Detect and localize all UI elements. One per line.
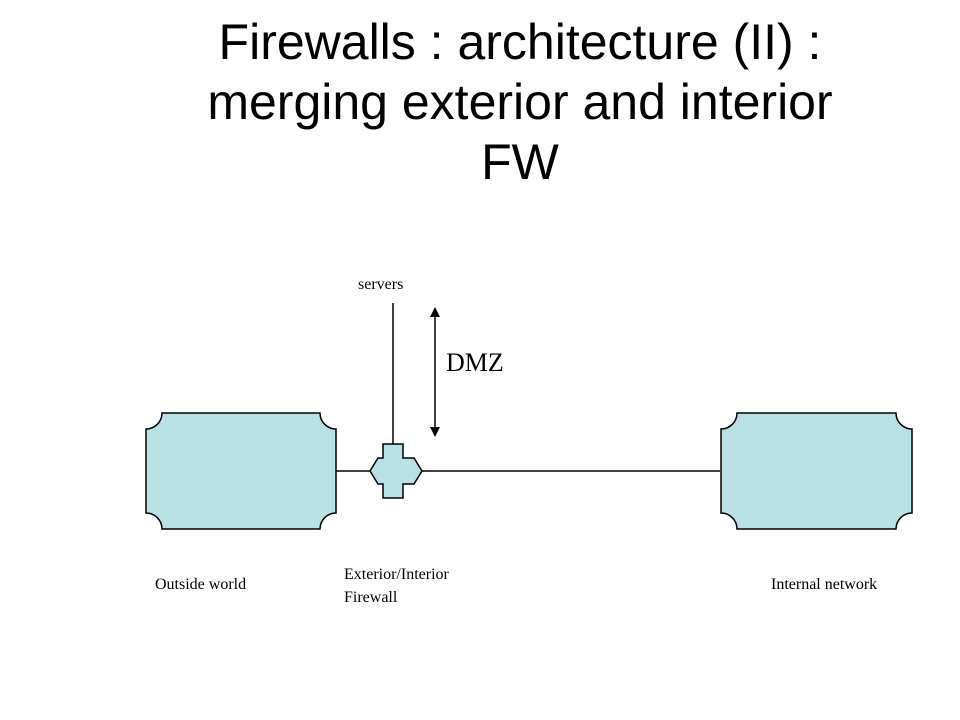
firewall-label-line-1: Exterior/Interior [344,566,449,583]
dmz-label: DMZ [446,348,504,377]
internal-network-label: Internal network [771,576,878,593]
title-line-3: FW [481,134,559,190]
firewall-label-line-2: Firewall [344,589,398,606]
firewall-label: Exterior/Interior Firewall [344,563,449,609]
internal-network-node [720,412,913,530]
firewall-icon [369,443,423,499]
outside-world-node [145,412,337,530]
slide-title: Firewalls : architecture (II) : merging … [70,12,960,192]
servers-label: servers [358,276,404,293]
outside-world-label: Outside world [155,576,247,593]
title-line-2: merging exterior and interior [207,74,833,130]
title-line-1: Firewalls : architecture (II) : [218,14,822,70]
